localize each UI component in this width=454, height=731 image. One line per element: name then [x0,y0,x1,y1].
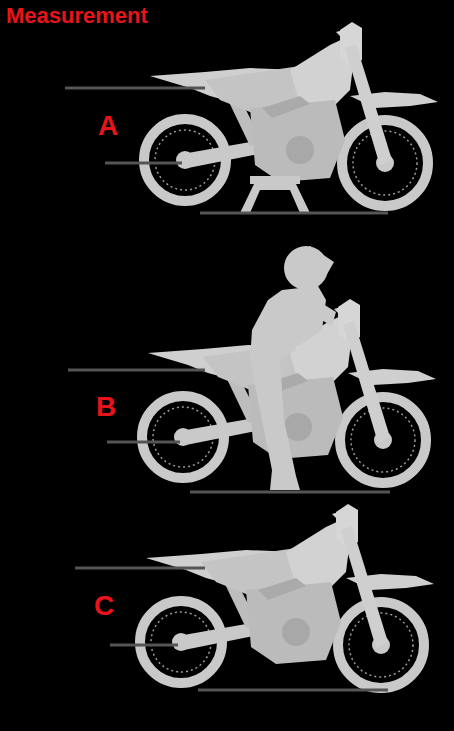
panel-letter: C [94,592,114,620]
measure-line [68,369,205,372]
measure-line [105,162,182,165]
measure-line [107,441,180,444]
ground-line [190,491,390,494]
diagram-title: Measurement [6,5,148,27]
motorcycle-b [68,246,436,492]
measure-line [110,644,178,647]
measure-line [65,87,205,90]
rider [250,246,336,490]
bike-stand [240,176,310,213]
measure-line [75,567,205,570]
ground-line [200,212,388,215]
motorcycle-a [65,22,438,213]
panel-letter: A [98,112,118,140]
ground-line [198,689,388,692]
panel-letter: B [96,393,116,421]
motorcycle-c [75,504,434,690]
motorcycle [140,504,434,688]
